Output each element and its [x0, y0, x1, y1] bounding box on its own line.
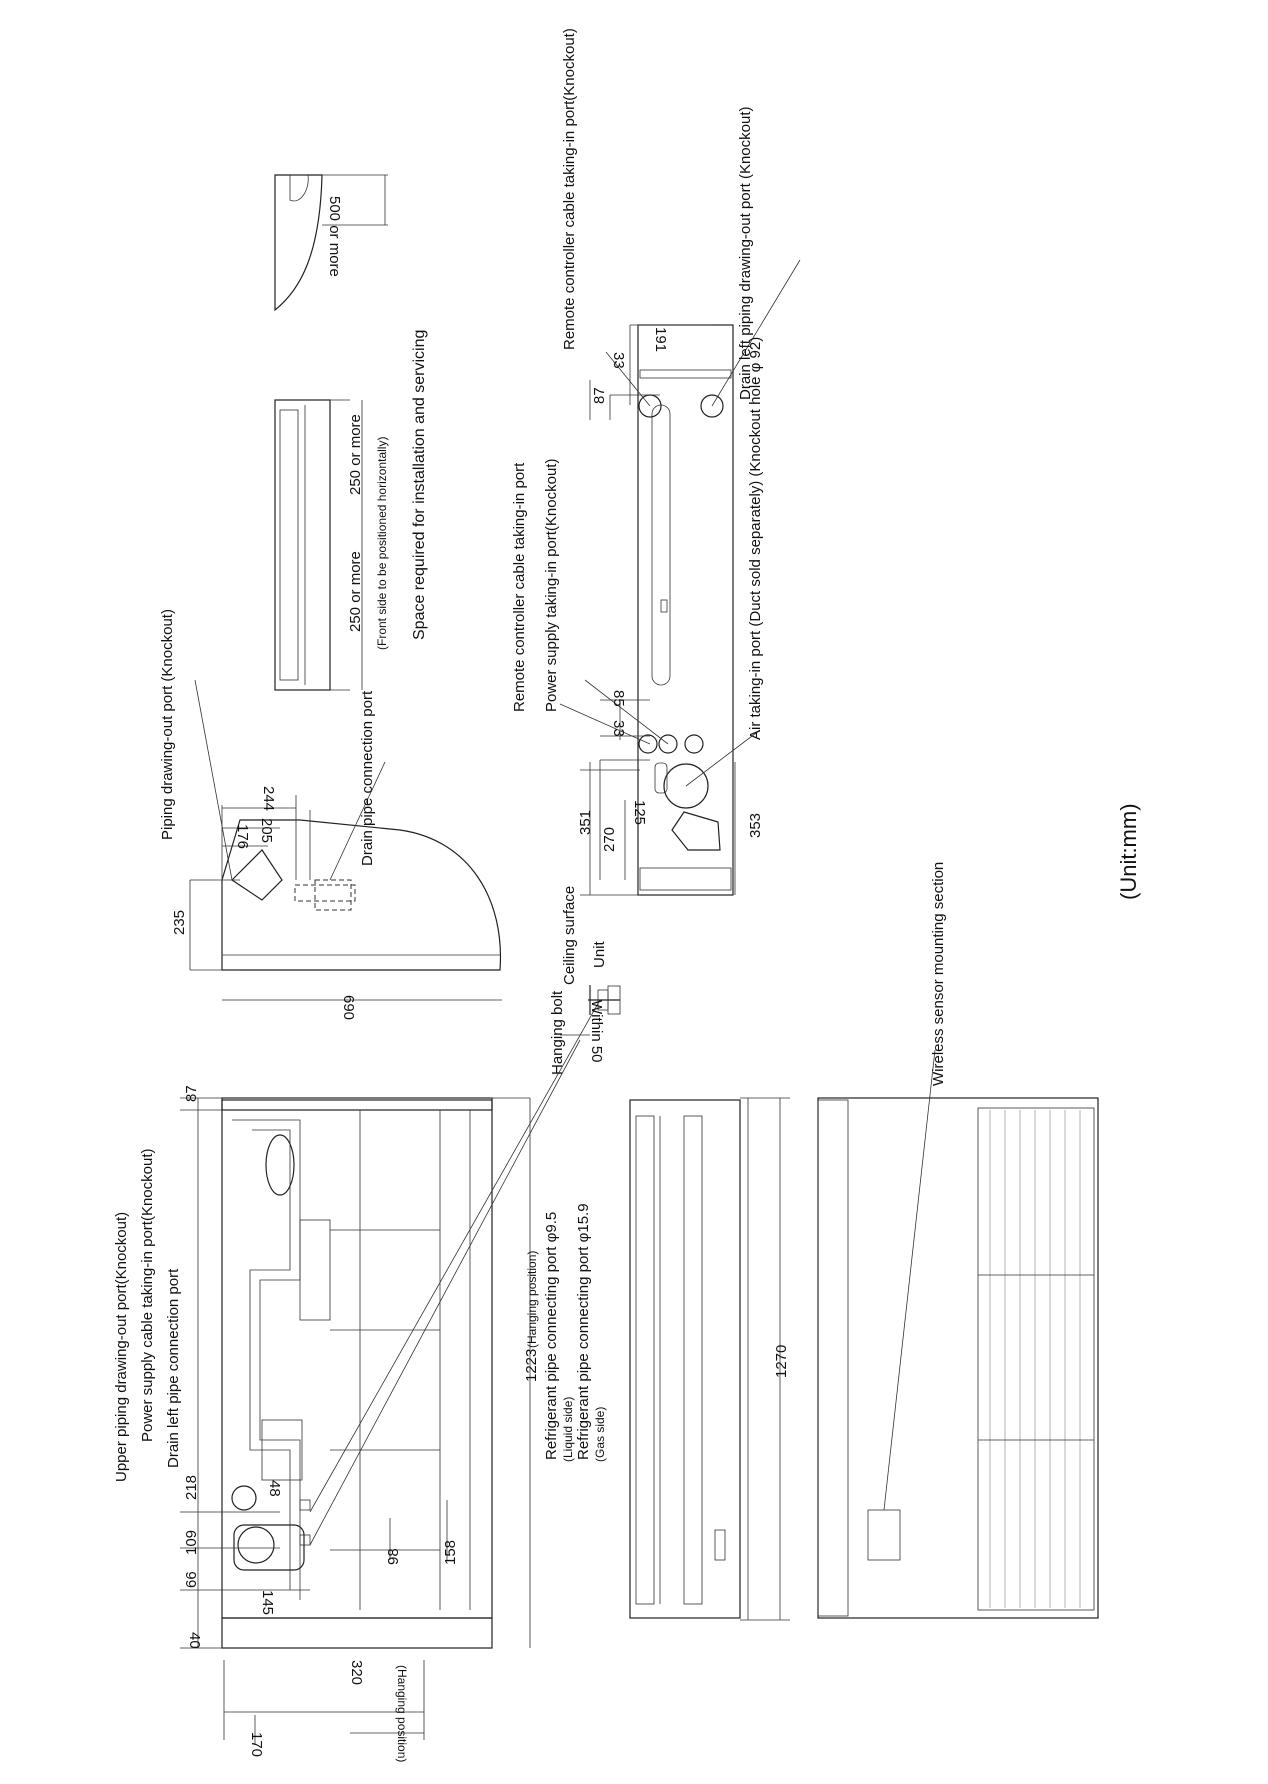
air-port-label: Air taking-in port (Duct sold separately… [747, 337, 764, 740]
front-view: 1270 [629, 1097, 790, 1621]
power-supply-port-label-top: Power supply taking-in port(Knockout) [543, 459, 560, 712]
dim-158: 158 [442, 1540, 459, 1565]
right-clearance: 250 or more [347, 414, 364, 495]
sensor-label: Wireless sensor mounting section [930, 862, 947, 1086]
dim-66: 66 [183, 1571, 200, 1588]
dim-176: 176 [234, 824, 251, 849]
dim-191: 191 [652, 327, 669, 352]
dim-33-bottom: 33 [610, 720, 627, 737]
front-clearance: 500 or more [326, 196, 343, 277]
unit-label: Unit [591, 940, 608, 968]
dim-170: 170 [248, 1732, 265, 1757]
dim-218: 218 [183, 1475, 200, 1500]
hanging-detail: Hanging bolt Ceiling surface Unit Within… [549, 886, 621, 1075]
power-supply-port-label: Power supply cable taking-in port(Knocko… [139, 1149, 156, 1442]
dim-205: 205 [258, 818, 275, 843]
dim-87: 87 [591, 387, 608, 404]
gas-port-label: Refrigerant pipe connecting port φ15.9 [575, 1203, 592, 1460]
upper-piping-port-label: Upper piping drawing-out port(Knockout) [113, 1212, 130, 1482]
dim-87: 87 [183, 1085, 200, 1102]
hanging-bolt-label: Hanging bolt [549, 990, 566, 1075]
dim-353: 353 [747, 813, 764, 838]
dim-40: 40 [186, 1632, 203, 1649]
ceiling-label: Ceiling surface [561, 886, 578, 985]
dim-235: 235 [171, 910, 188, 935]
dim-145: 145 [259, 1590, 276, 1615]
dim-690: 690 [340, 995, 357, 1020]
drain-left-piping-label: Drain left piping drawing-out port (Knoc… [737, 107, 754, 400]
grille-pattern [978, 1110, 1094, 1608]
dim-85: 85 [610, 690, 627, 707]
back-view: 218 109 66 87 98 158 1223 (Hanging posit… [113, 999, 607, 1762]
air-port-icon [663, 763, 709, 809]
gas-side-label: (Gas side) [593, 1407, 607, 1462]
hanging-dim-1223: 1223 [523, 1349, 540, 1382]
left-clearance: 250 or more [347, 551, 364, 632]
front-clearance-profile [274, 174, 323, 312]
front-note: (Front side to be positioned horizontall… [375, 437, 389, 650]
bottom-view: Wireless sensor mounting section [817, 862, 1099, 1619]
space-title: Space required for installation and serv… [411, 330, 428, 640]
liquid-side-label: (Liquid side) [561, 1397, 575, 1462]
dim-33-top: 33 [610, 352, 627, 369]
drain-left-pipe-label: Drain left pipe connection port [165, 1268, 182, 1468]
power-supply-port-icon [231, 1485, 257, 1511]
dim-109: 109 [183, 1530, 200, 1555]
piping-drawing-out-label: Piping drawing-out port (Knockout) [159, 609, 176, 840]
dim-48: 48 [266, 1480, 283, 1497]
unit-note: (Unit:mm) [1116, 803, 1141, 900]
dim-351: 351 [577, 810, 594, 835]
remote-port-top-label: Remote controller cable taking-in port(K… [561, 28, 578, 350]
liquid-port-label: Refrigerant pipe connecting port φ9.5 [543, 1212, 560, 1460]
dim-98: 98 [385, 1548, 402, 1565]
drain-left-port-icon [700, 394, 724, 418]
top-view: 191 33 87 85 33 125 351 270 353 Remote c… [511, 28, 801, 896]
dim-270: 270 [601, 827, 618, 852]
drain-pipe-connection-label: Drain pipe connection port [359, 690, 376, 866]
dim-320: 320 [348, 1660, 365, 1685]
within-50-label: Within 50 [588, 1000, 605, 1063]
dim-244: 244 [260, 786, 277, 811]
hanging-position-label-2: (Hanging position) [395, 1665, 409, 1762]
space-required: 250 or more 250 or more (Front side to b… [274, 174, 428, 691]
dim-125: 125 [631, 800, 648, 825]
upper-piping-port-icon [237, 1526, 275, 1564]
remote-port-left-label: Remote controller cable taking-in port [511, 462, 528, 712]
hanging-position-label: (Hanging position) [525, 1251, 539, 1348]
drain-left-port-icon [265, 1134, 295, 1196]
width-1270: 1270 [773, 1345, 790, 1378]
piping-port-icon [231, 849, 283, 901]
side-view: 244 205 176 235 690 Piping drawing-out p… [159, 609, 502, 1020]
